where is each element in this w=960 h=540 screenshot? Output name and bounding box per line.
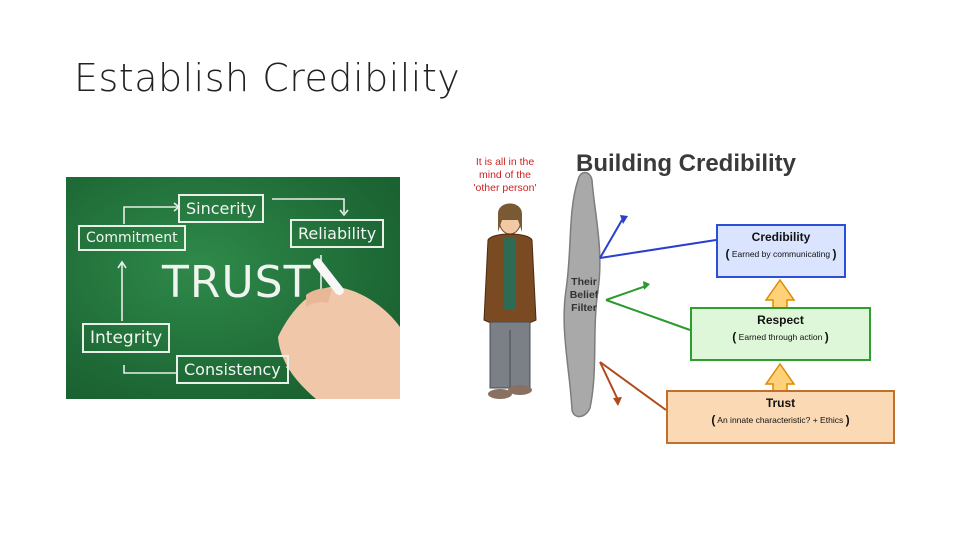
building-credibility-diagram <box>483 171 796 418</box>
chalk-box-consistency: Consistency <box>176 355 289 384</box>
slide-title: Establish Credibility <box>74 56 461 100</box>
chalk-box-integrity: Integrity <box>82 323 171 353</box>
tier-name: Trust <box>765 396 796 410</box>
tier-respect: Respect ( Earned through action ) <box>690 307 871 361</box>
filter-line: Filter <box>571 302 597 314</box>
hand-with-chalk <box>278 258 400 399</box>
filter-line: Their <box>571 276 597 288</box>
tier-credibility: Credibility ( Earned by communicating ) <box>716 224 846 278</box>
tier-subtitle: ( An innate characteristic? + Ethics ) <box>711 413 850 427</box>
caption-line: mind of the <box>479 169 531 181</box>
tier-subtitle: ( Earned by communicating ) <box>725 247 837 261</box>
caption-line: It is all in the <box>475 156 535 168</box>
up-arrow-icon <box>764 278 796 393</box>
tier-trust: Trust ( An innate characteristic? + Ethi… <box>666 390 895 444</box>
chalkboard-arrows <box>117 198 400 399</box>
belief-filter-label: Their Belief Filter <box>566 276 602 315</box>
caption-line: 'other person' <box>473 182 537 194</box>
chalk-box-reliability: Reliability <box>290 219 385 248</box>
tier-subtitle: ( Earned through action ) <box>732 330 829 344</box>
diagram-caption: It is all in the mind of the 'other pers… <box>466 156 544 195</box>
diagram-title: Building Credibility <box>576 150 796 177</box>
tier-name: Respect <box>757 313 804 327</box>
person-figure <box>483 203 537 399</box>
belief-filter-wall <box>563 171 601 418</box>
chalk-trust-word: TRUST <box>162 257 312 308</box>
trust-chalkboard-image: Sincerity Reliability Commitment TRUST I… <box>66 177 400 399</box>
chalk-box-sincerity: Sincerity <box>178 194 265 223</box>
filter-line: Belief <box>569 289 599 301</box>
tier-name: Credibility <box>751 230 811 244</box>
chalk-box-commitment: Commitment <box>78 225 186 251</box>
